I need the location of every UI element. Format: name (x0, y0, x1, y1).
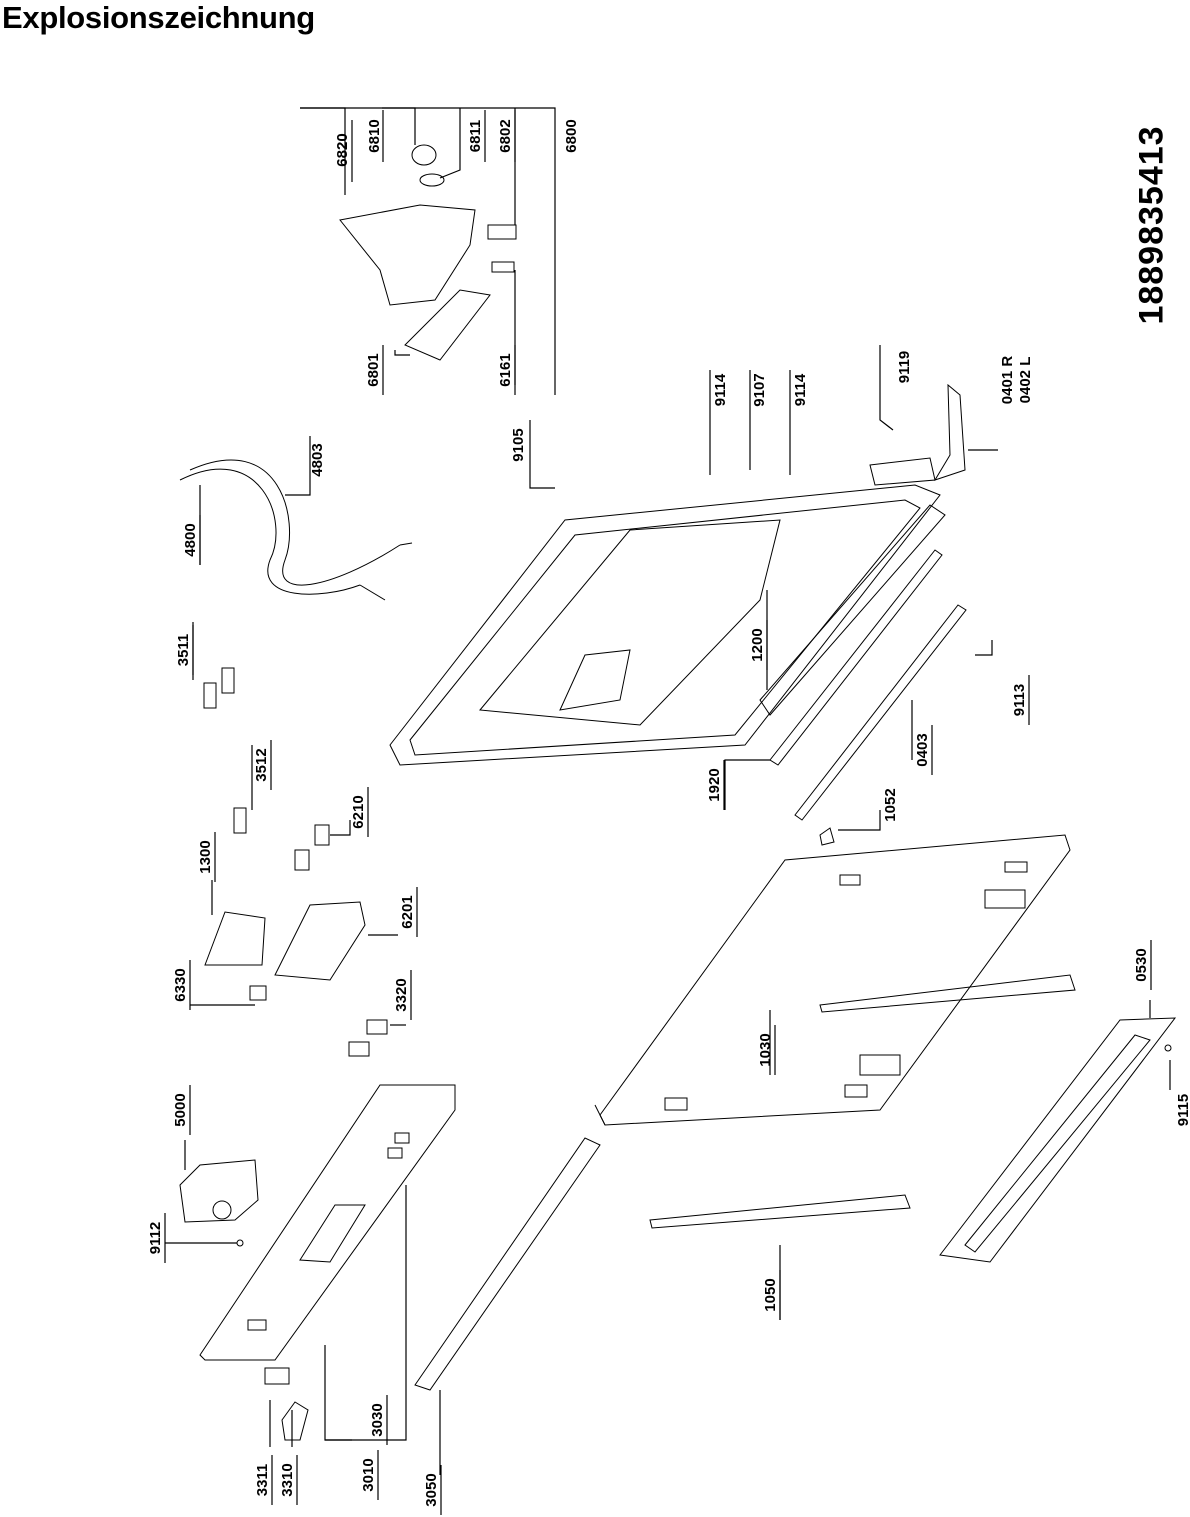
part-label: 6161 (497, 353, 514, 386)
door-panel-1030-drawing (594, 834, 1071, 1126)
part-label: 0530 (1133, 948, 1150, 981)
bottom-trim-0530-drawing (939, 1017, 1177, 1263)
part-label: 9114 (712, 373, 729, 406)
part-label: 0403 (914, 733, 931, 766)
part-label: 9107 (751, 373, 768, 406)
part-label: 0401 R (999, 356, 1016, 405)
part-label: 3311 (254, 1464, 271, 1497)
part-label: 9112 (147, 1222, 164, 1255)
part-label: 6330 (172, 968, 189, 1001)
part-label: 6800 (563, 119, 580, 152)
part-label: 9114 (792, 373, 809, 406)
part-label: 4803 (309, 443, 326, 476)
part-label: 3512 (253, 748, 270, 781)
part-label: 6811 (467, 120, 484, 153)
handle-strip-3050-drawing (414, 1137, 601, 1391)
page-title: Explosionszeichnung (2, 0, 315, 35)
label-underlines (164, 110, 1152, 1515)
part-label: 1050 (762, 1278, 779, 1311)
part-label: 1300 (197, 840, 214, 873)
module-5000-drawing (179, 1159, 259, 1223)
part-label: 4800 (182, 523, 199, 556)
part-label: 1920 (706, 768, 723, 801)
part-label: 3320 (393, 978, 410, 1011)
seal-strips-drawing (769, 549, 967, 821)
hinge-0401-drawing (869, 383, 966, 486)
part-label: 3010 (360, 1458, 377, 1491)
part-label: 1030 (757, 1033, 774, 1066)
part-label: 3511 (175, 634, 192, 667)
part-label: 6810 (366, 119, 383, 152)
part-label: 6210 (350, 795, 367, 828)
control-panel-3010-drawing (199, 1084, 456, 1361)
part-label: 6802 (497, 119, 514, 152)
switches-drawing (203, 667, 388, 1057)
door-frame-1200-drawing (389, 484, 946, 766)
part-label: 6820 (334, 133, 351, 166)
part-label: 0402 L (1017, 357, 1034, 404)
part-labels: 6820 6810 6811 6802 6800 6801 6161 4803 … (147, 119, 1190, 1506)
part-label: 1052 (882, 788, 899, 821)
part-label: 6801 (365, 353, 382, 386)
cable-harness-4800-drawing (179, 459, 413, 601)
part-label: 6201 (399, 895, 416, 928)
part-label: 3030 (369, 1403, 386, 1436)
part-label: 9105 (510, 428, 527, 461)
part-label: 3310 (279, 1463, 296, 1496)
part-label: 9113 (1011, 684, 1028, 717)
part-label: 5000 (172, 1093, 189, 1126)
part-label: 1200 (749, 628, 766, 661)
part-label: 9119 (896, 351, 913, 384)
part-label: 3050 (423, 1473, 440, 1506)
small-parts-drawing (236, 827, 1172, 1441)
part-label: 9115 (1175, 1094, 1190, 1127)
leader-lines (165, 107, 1171, 1475)
dispenser-6800-drawing (339, 144, 517, 361)
rail-brackets-drawing (649, 974, 1076, 1229)
